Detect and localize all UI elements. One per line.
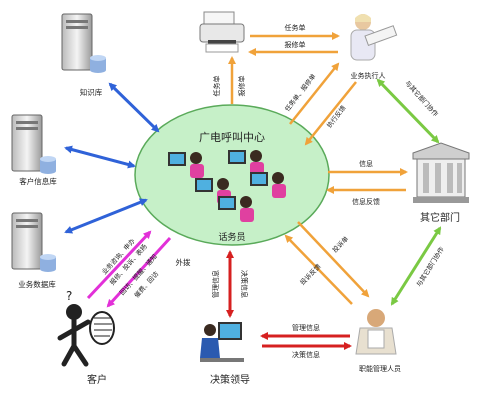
arrow-business-db [64, 198, 148, 234]
functional-manager-label: 职能管理人员 [359, 364, 401, 373]
customer-db-server-icon [11, 114, 56, 174]
decision-leader-label: 决策领导 [210, 373, 250, 386]
outbound-label: 外拨 [176, 257, 191, 267]
center-title: 广电呼叫中心 [199, 131, 265, 144]
arrow-customer-outbound [106, 236, 172, 308]
customer-figure-icon: ? [57, 289, 115, 367]
arrow-center-executor [289, 62, 340, 125]
business-db-label: 业务数据库 [18, 279, 56, 289]
decision-info-label: 决策信息 [292, 350, 320, 359]
info-label: 信息 [359, 159, 373, 168]
info-feedback-label: 信息反馈 [352, 197, 380, 206]
building-icon [412, 142, 470, 203]
customer-label: 客户 [87, 373, 107, 386]
arrow-customer-db [64, 145, 136, 169]
business-db-server-icon [11, 212, 56, 272]
customer-db-label: 客户信息库 [19, 176, 57, 186]
exec-task-repair-label: 任务单、报修单 [282, 71, 317, 113]
complaint-feedback-label: 投诉反馈 [298, 262, 323, 287]
arrow-knowledge-base [108, 82, 160, 133]
arrow-complaint-feedback [284, 234, 353, 305]
arrow-complaint-form [297, 221, 370, 298]
arrow-executor-coordination [376, 78, 440, 144]
decision-info-right-label: 决策信息 [240, 270, 249, 298]
executor-label: 业务执行人 [351, 71, 386, 80]
call-center-ellipse [134, 104, 330, 246]
knowledge-base-server-icon [61, 13, 106, 73]
printer-icon [199, 11, 245, 53]
arrow-other-coordination [390, 226, 442, 306]
center-up-repair-label: 报修单 [237, 76, 246, 97]
mgmt-info-label: 管理信息 [292, 323, 320, 332]
other-coordination-label: 与其它部门协作 [414, 245, 446, 289]
executor-person-icon [350, 14, 398, 61]
operator-label: 话务员 [218, 231, 245, 243]
complaint-form-label: 投诉单 [330, 234, 351, 255]
svg-text:?: ? [66, 289, 72, 303]
operators-group [168, 150, 286, 222]
manager-person-icon [355, 309, 397, 355]
printer-repair-label: 报修单 [285, 40, 306, 49]
leader-person-icon [200, 322, 244, 362]
arrow-executor-feedback [304, 81, 357, 146]
printer-task-label: 任务单 [285, 23, 306, 32]
mgmt-info-left-label: 管理信息 [211, 270, 220, 298]
other-depts-label: 其它部门 [420, 211, 460, 224]
center-up-task-label: 任务单 [212, 76, 221, 97]
knowledge-base-label: 知识库 [80, 87, 103, 97]
arrow-customer-inbound [86, 230, 152, 300]
